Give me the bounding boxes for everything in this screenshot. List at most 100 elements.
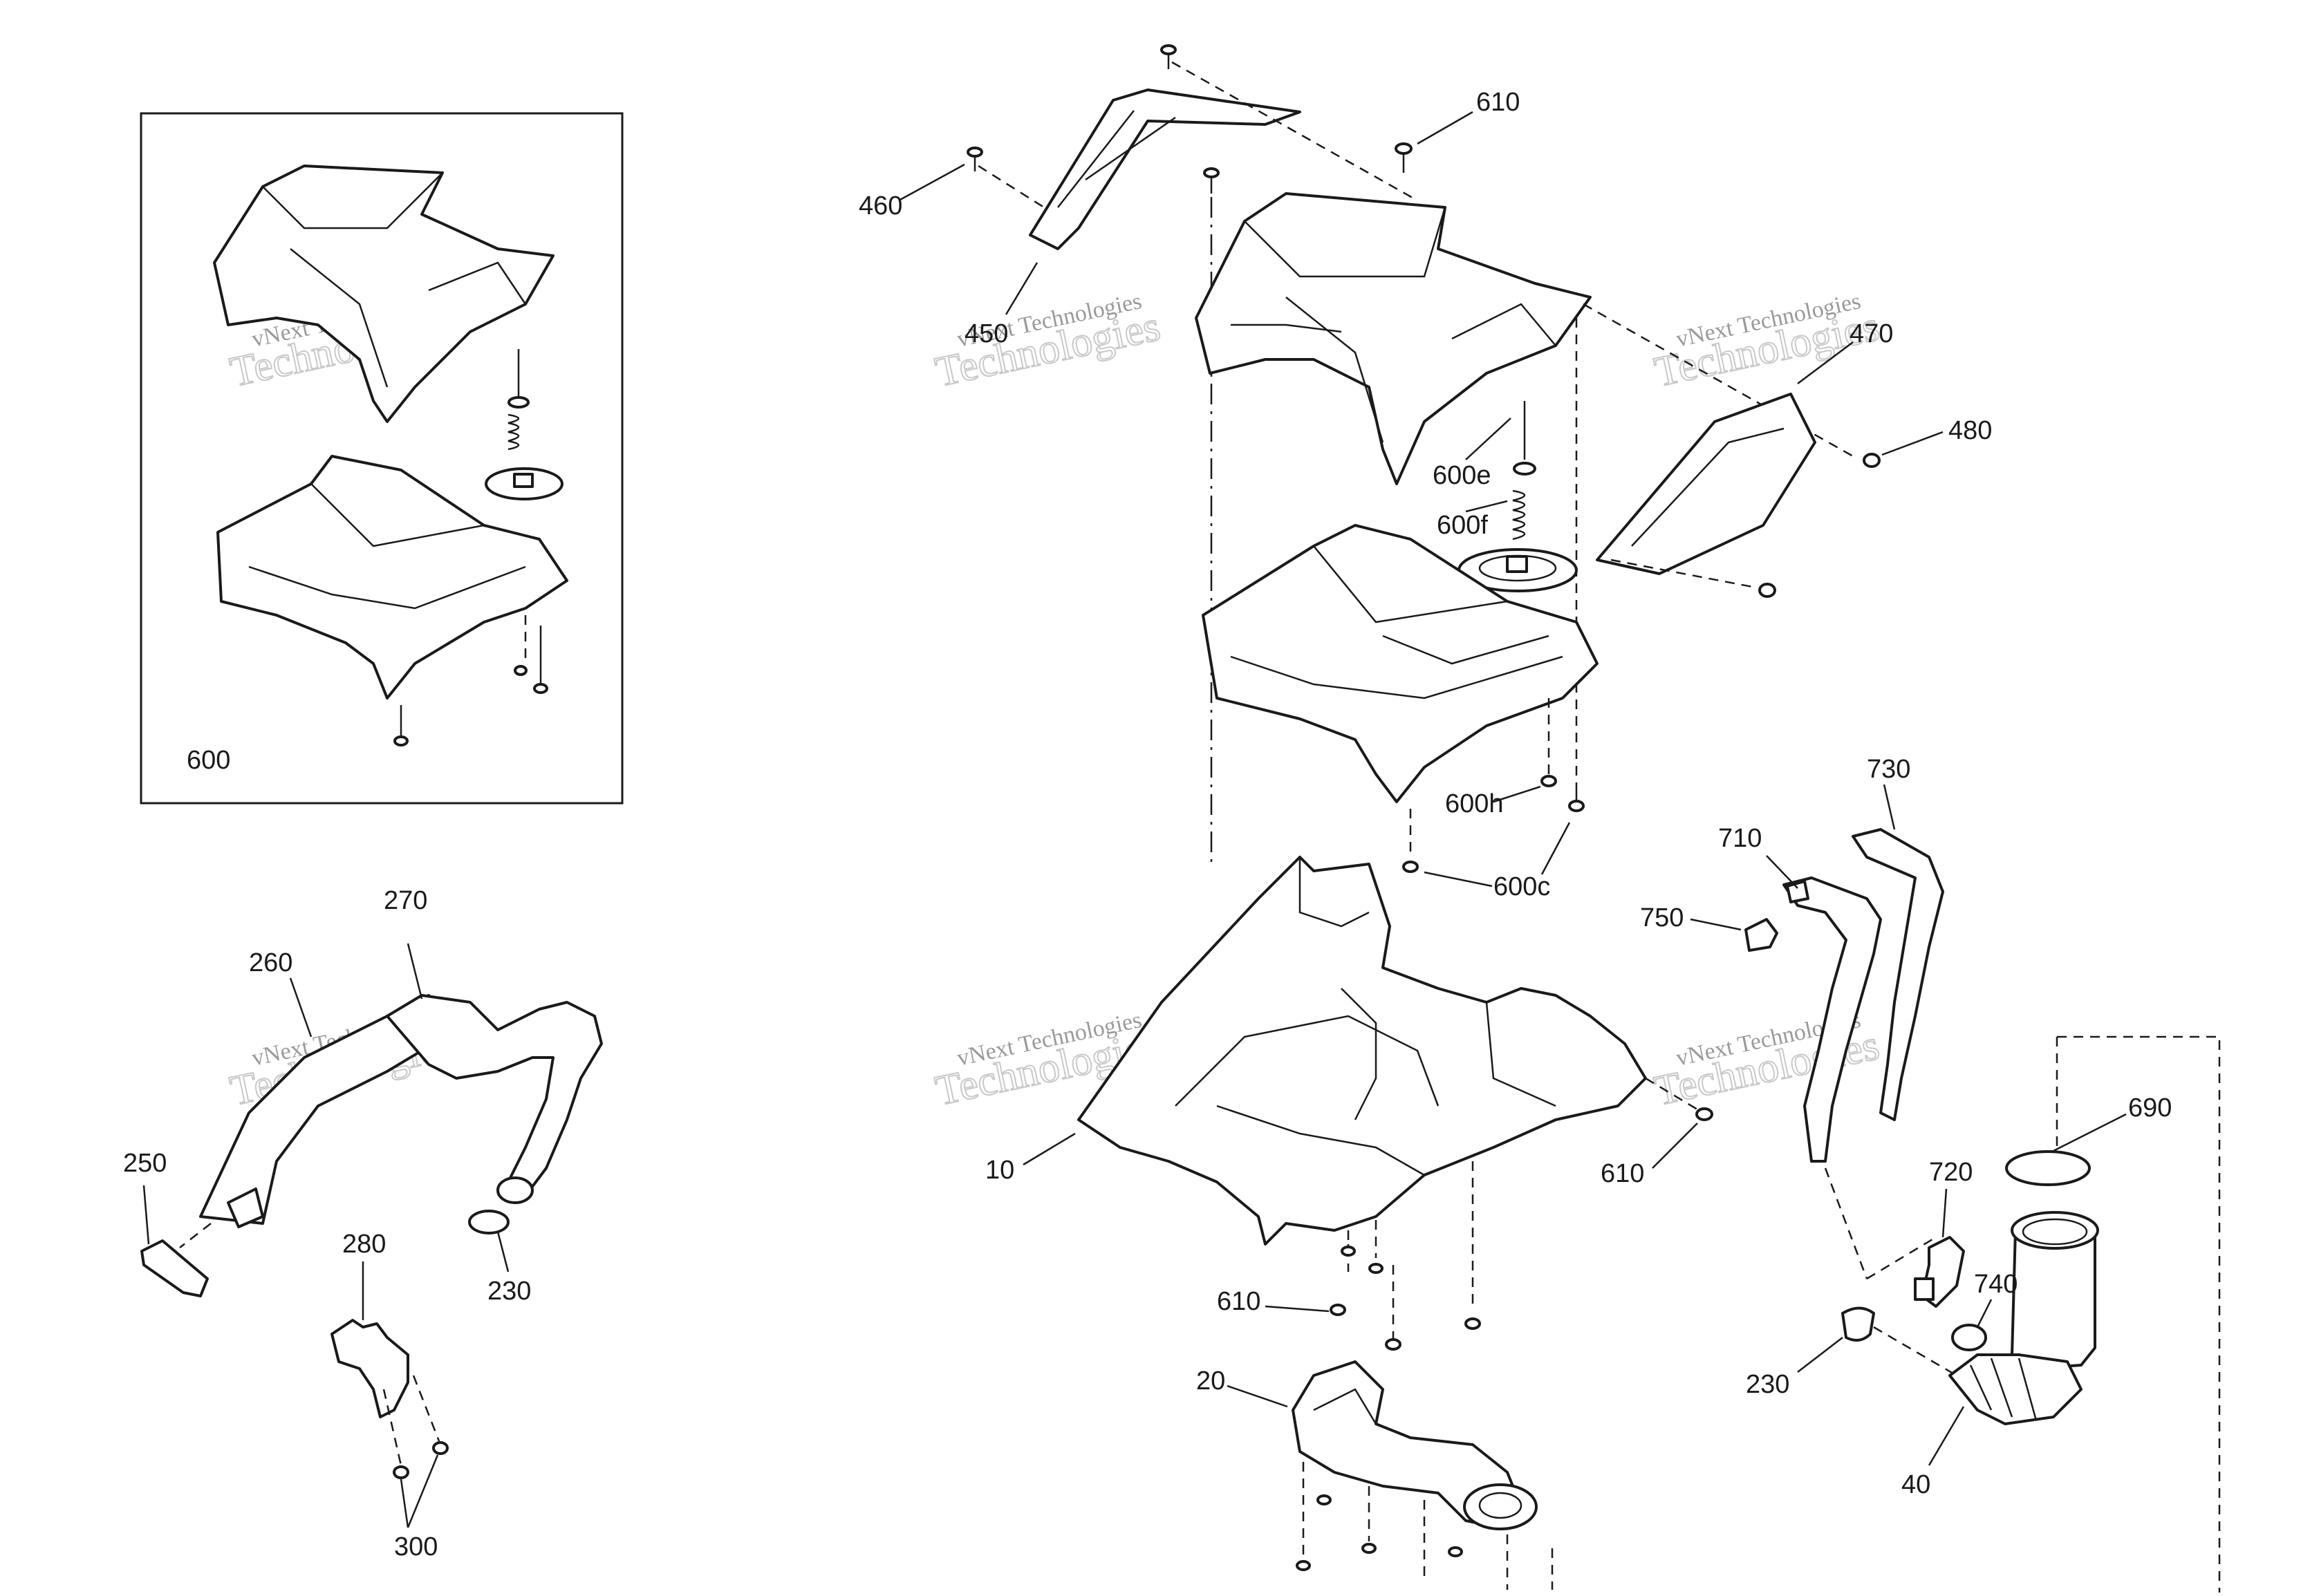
callout-600h: 600h (1445, 789, 1504, 818)
watermark-3: Technologies vNext Technologies (1650, 288, 1884, 397)
callout-610-low: 610 (1217, 1287, 1260, 1316)
side-panel-470-shape (1596, 393, 1816, 575)
leader-40 (1928, 1406, 1965, 1466)
hose-710-end (1786, 880, 1809, 903)
leader-610-low (1265, 1305, 1330, 1313)
callout-450: 450 (965, 319, 1008, 348)
dash-line (1171, 61, 1418, 202)
side-panel-470-detail (1631, 427, 1785, 547)
leader-710 (1766, 855, 1798, 889)
dash-line (179, 1223, 212, 1248)
callout-460: 460 (859, 191, 902, 220)
leader-300-a (400, 1478, 409, 1528)
dash-line (412, 1375, 440, 1442)
filter-body (2011, 1229, 2096, 1370)
lower-housing-shape (1202, 524, 1599, 803)
filter-top-inner (2022, 1218, 2088, 1246)
duct-20: 20 (1196, 1360, 1554, 1590)
fastener-610-top: 610 (1203, 88, 1520, 864)
clamp-230-left (468, 1210, 510, 1234)
duct-20-outlet-inner (1478, 1492, 1522, 1519)
airbox-10-shape (1077, 856, 1647, 1246)
inset-upper-detail (262, 172, 443, 229)
bolt-300-b (432, 1441, 449, 1455)
leader-480 (1881, 431, 1944, 456)
callout-600f: 600f (1437, 511, 1488, 540)
inset-screw-head (533, 683, 548, 694)
clamp-250 (140, 1239, 209, 1297)
inset-upper-detail (428, 261, 527, 305)
leader-470 (1797, 341, 1854, 384)
leader-600e (1465, 417, 1511, 460)
leader-610-mid (1652, 1123, 1698, 1169)
dash-line (1866, 1236, 1937, 1280)
breather-hoses: 730 710 750 (1640, 755, 1944, 1280)
inset-upper-detail (290, 248, 389, 388)
hose-270-end (496, 1176, 534, 1204)
callout-740: 740 (1974, 1270, 2018, 1299)
hose-730 (1852, 828, 1944, 1121)
callout-750: 750 (1640, 903, 1684, 932)
dash-line (1610, 558, 1757, 589)
filter-top (2011, 1211, 2099, 1250)
fastener-head (1395, 142, 1413, 155)
leader-20 (1227, 1384, 1288, 1408)
inset-label: 600 (187, 746, 230, 775)
upper-housing-detail (1451, 303, 1556, 346)
screw-head (1464, 1317, 1481, 1330)
fastener-head (1160, 44, 1177, 55)
washer-600e (1513, 462, 1536, 476)
callout-230-left: 230 (487, 1277, 531, 1306)
intake-hose-assembly: 270 260 250 230 280 300 (123, 886, 603, 1561)
watermark-2: Technologies vNext Technologies (931, 288, 1165, 397)
airbox-10-detail (1298, 857, 1370, 928)
bolt-300-a (393, 1465, 409, 1479)
screw-head (1361, 1543, 1377, 1554)
leader-230-right (1797, 1337, 1843, 1373)
inset-upper-housing (213, 165, 555, 423)
hose-710 (1782, 876, 1882, 1163)
callout-600e: 600e (1433, 461, 1491, 490)
damper-core (1506, 555, 1528, 573)
callout-250: 250 (123, 1149, 167, 1178)
elbow-40-ribs (1969, 1358, 2038, 1421)
screw-head (1316, 1494, 1332, 1505)
fastener-head (1863, 453, 1881, 468)
dash-line (1645, 1077, 1698, 1111)
upper-housing-shape (1195, 192, 1592, 485)
leader-460 (898, 163, 965, 202)
filter-boundary-dash (2057, 1035, 2221, 1593)
callout-710: 710 (1718, 824, 1762, 853)
leader-600h (1493, 785, 1541, 803)
duct-20-outlet (1463, 1483, 1538, 1530)
airbox-10-detail (1216, 1105, 1425, 1176)
callout-480: 480 (1948, 416, 1992, 445)
inset-screw-head (393, 735, 409, 747)
screw-head (1385, 1338, 1401, 1351)
callout-300: 300 (394, 1532, 438, 1561)
airbox-10-detail (1175, 1015, 1440, 1107)
airbox-10: 10 610 610 (985, 856, 1713, 1351)
leader-730 (1883, 784, 1896, 830)
trim-panel-450-shape (1029, 88, 1301, 250)
screw-head (1296, 1560, 1311, 1571)
callout-230-right: 230 (1746, 1370, 1789, 1399)
callout-690: 690 (2128, 1093, 2172, 1123)
callout-270: 270 (384, 886, 427, 915)
dash-line (978, 165, 1045, 209)
leader-10 (1023, 1132, 1076, 1166)
lower-housing-detail (1230, 655, 1563, 700)
bracket-280 (330, 1319, 409, 1418)
screw-head (1448, 1546, 1463, 1557)
lower-housing-detail (1382, 635, 1549, 665)
callout-260: 260 (249, 948, 292, 977)
fastener-head (1758, 583, 1776, 598)
clamp-230-right (1841, 1306, 1875, 1342)
upper-airbox-housing (1195, 192, 1854, 788)
watermark-group: Technologies vNext Technologies Technolo… (225, 288, 1884, 1116)
nut-600h (1540, 775, 1557, 787)
inset-nut (514, 665, 528, 676)
screw-head (1402, 861, 1419, 873)
inset-lower-detail (310, 483, 485, 547)
leader-690 (2053, 1113, 2127, 1152)
